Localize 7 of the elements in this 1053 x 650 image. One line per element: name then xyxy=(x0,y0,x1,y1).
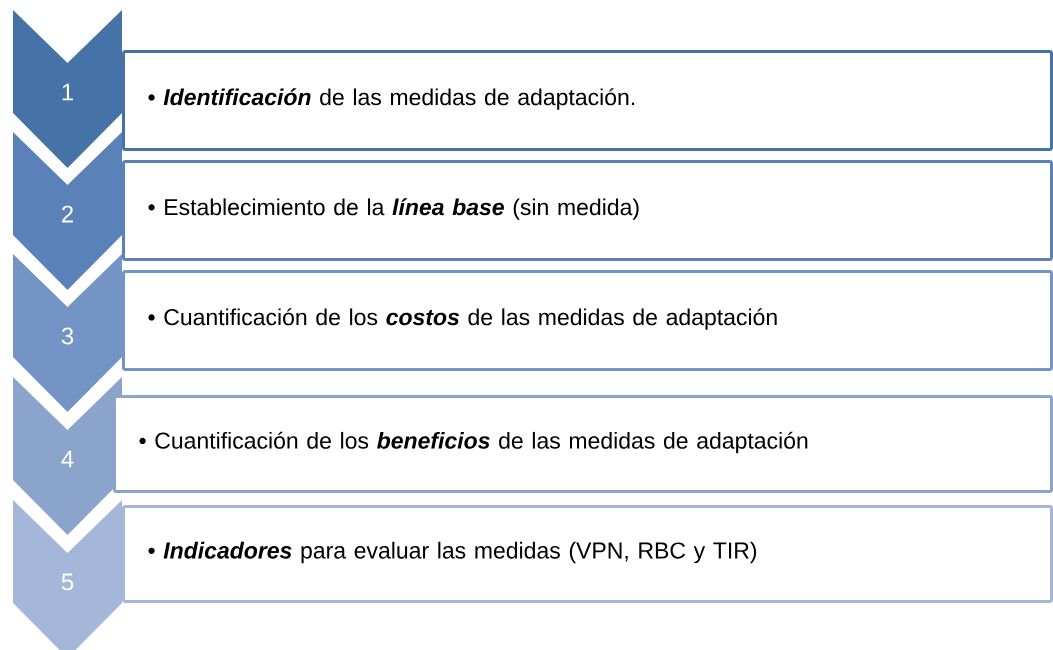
step-box: • Cuantificación de los costos de las medidas de adaptación xyxy=(122,270,1053,371)
step-box: • Identificación de las medidas de adaptación. xyxy=(122,50,1053,151)
step-box: • Indicadores para evaluar las medidas (VPN, RBC y TIR) xyxy=(122,505,1053,603)
node-label: 5 xyxy=(61,573,74,591)
step-box: • Establecimiento de la línea base (sin medida) xyxy=(122,160,1053,261)
step-box: • Cuantificación de los beneficios de las medidas de adaptación xyxy=(113,395,1053,493)
node-label: 3 xyxy=(61,327,74,345)
